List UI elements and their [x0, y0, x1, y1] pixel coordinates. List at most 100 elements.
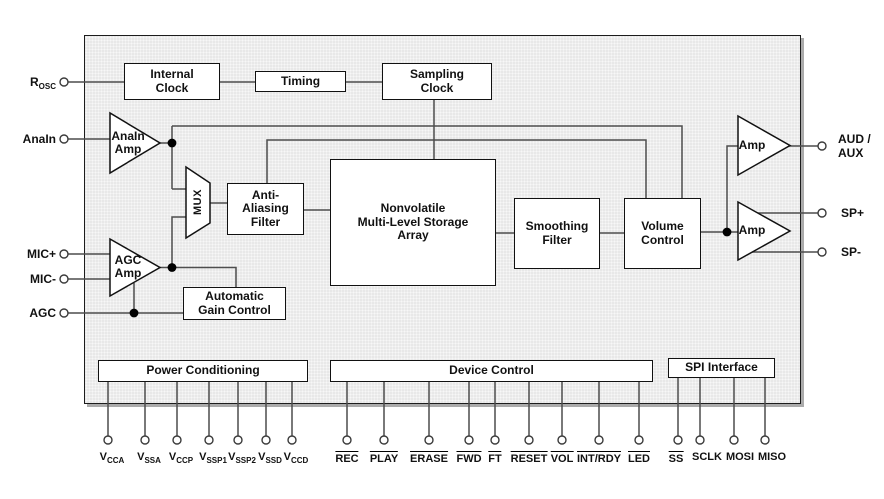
pin-label-vccp: VCCP — [169, 451, 193, 467]
pin-label-reset: RESET — [510, 451, 548, 465]
pin-int-rdy — [594, 435, 604, 445]
pin-label-mosi: MOSI — [725, 451, 755, 463]
pin-rec — [342, 435, 352, 445]
pin-label-vssp2: VSSP2 — [228, 451, 256, 467]
pin-label-vccd: VCCD — [284, 451, 309, 467]
wire-anain-path — [68, 125, 683, 198]
pin-mosi — [729, 435, 739, 445]
block-timing: Timing — [255, 71, 346, 92]
block-label: Sampling Clock — [409, 67, 464, 95]
speaker-amp-label: Amp — [738, 223, 766, 237]
pin-label-miso: MISO — [757, 451, 787, 463]
pin-label-mic-plus: MIC+ — [6, 247, 56, 266]
pin-label-fwd: FWD — [456, 451, 482, 465]
wire-spi-stems — [677, 378, 766, 436]
pin-label-int-rdy: INT/RDY — [577, 451, 621, 465]
pin-vssa — [140, 435, 150, 445]
pin-rosc — [59, 77, 69, 87]
pin-label-erase: ERASE — [410, 451, 448, 465]
mux-label: MUX — [192, 189, 204, 215]
junction-dot — [722, 227, 732, 237]
pin-vccd — [287, 435, 297, 445]
junction-dot — [167, 138, 177, 148]
pin-label-mic-minus: MIC- — [6, 272, 56, 291]
block-spi-interface: SPI Interface — [668, 358, 775, 378]
mux-symbol — [185, 165, 211, 240]
pin-label-sub: CCP — [176, 456, 194, 465]
aud-amp-label: Amp — [738, 138, 766, 152]
pin-label-main: V — [168, 451, 177, 463]
junction-dot — [167, 263, 177, 272]
pin-ss — [673, 435, 683, 445]
wire-agc-amp-path — [68, 216, 237, 287]
pin-label-main: AnaIn — [22, 132, 56, 146]
pin-label-vol: VOL — [550, 451, 574, 465]
block-label: Timing — [280, 73, 321, 88]
pin-agc — [59, 308, 69, 318]
pin-label-vssa: VSSA — [137, 451, 161, 467]
pin-vssp1 — [204, 435, 214, 445]
pin-label-sub: CCD — [291, 456, 309, 465]
junction-dot — [129, 308, 139, 318]
pin-label-main: AGC — [29, 306, 56, 320]
block-volume-control: Volume Control — [624, 198, 701, 269]
pin-vccp — [172, 435, 182, 445]
pin-vssd — [261, 435, 271, 445]
block-anti-aliasing-filter: Anti- Aliasing Filter — [227, 183, 304, 235]
pin-label-sub: CCA — [107, 456, 125, 465]
pin-vcca — [103, 435, 113, 445]
pin-label-vcca: VCCA — [100, 451, 125, 467]
block-automatic-gain-control: Automatic Gain Control — [183, 287, 286, 320]
pin-label-sub: SSD — [265, 456, 282, 465]
pin-anain — [59, 134, 69, 144]
pin-label-aud-aux: AUD / AUX — [838, 132, 871, 160]
pin-label-main: V — [258, 451, 266, 463]
block-label: Power Conditioning — [146, 363, 260, 378]
pin-label-main: R — [29, 75, 39, 89]
block-sampling-clock: Sampling Clock — [382, 63, 492, 100]
block-storage-array: Nonvolatile Multi-Level Storage Array — [330, 159, 496, 286]
pin-label-rec: REC — [335, 451, 359, 465]
pin-sp-plus — [817, 208, 827, 218]
pin-miso — [760, 435, 770, 445]
pin-label-agc: AGC — [6, 306, 56, 325]
block-label: Volume Control — [641, 219, 684, 247]
pin-label-vssp1: VSSP1 — [199, 451, 227, 467]
speaker-amp-symbol — [737, 200, 792, 262]
pin-label-rosc: ROSC — [6, 75, 56, 94]
wire-power-stems — [107, 382, 293, 436]
pin-fwd — [464, 435, 474, 445]
block-device-control: Device Control — [330, 360, 653, 382]
block-label: Nonvolatile Multi-Level Storage Array — [357, 201, 469, 243]
pin-label-anain: AnaIn — [6, 132, 56, 151]
pin-label-main: MIC- — [30, 272, 56, 286]
wire-clock-chain — [68, 81, 435, 159]
aud-amp-symbol — [737, 114, 792, 177]
pin-label-ss: SS — [668, 451, 684, 465]
pin-label-ft: FT — [488, 451, 502, 465]
pin-vol — [557, 435, 567, 445]
pin-led — [634, 435, 644, 445]
pin-label-sp-plus: SP+ — [841, 206, 865, 220]
wire-agc-pin — [68, 283, 183, 314]
block-label: Device Control — [449, 363, 534, 378]
block-label: Smoothing Filter — [525, 219, 589, 247]
block-smoothing-filter: Smoothing Filter — [514, 198, 600, 269]
pin-label-main: V — [199, 451, 207, 463]
block-label: SPI Interface — [685, 360, 758, 375]
pin-label-play: PLAY — [369, 451, 399, 465]
agc-amp-symbol — [109, 237, 162, 298]
pin-label-main: V — [99, 451, 107, 463]
pin-vssp2 — [233, 435, 243, 445]
pin-label-sub: SSP2 — [235, 456, 256, 465]
pin-label-main: V — [137, 451, 145, 463]
block-internal-clock: Internal Clock — [124, 63, 220, 100]
pin-sp-minus — [817, 247, 827, 257]
pin-label-vssd: VSSD — [258, 451, 282, 467]
agc-amp-label: AGC Amp — [114, 253, 142, 280]
pin-label-sub: SSA — [144, 456, 161, 465]
anain-amp-label: AnaIn Amp — [111, 129, 145, 156]
pin-mic-minus — [59, 274, 69, 284]
pin-label-sub: SSP1 — [206, 456, 227, 465]
